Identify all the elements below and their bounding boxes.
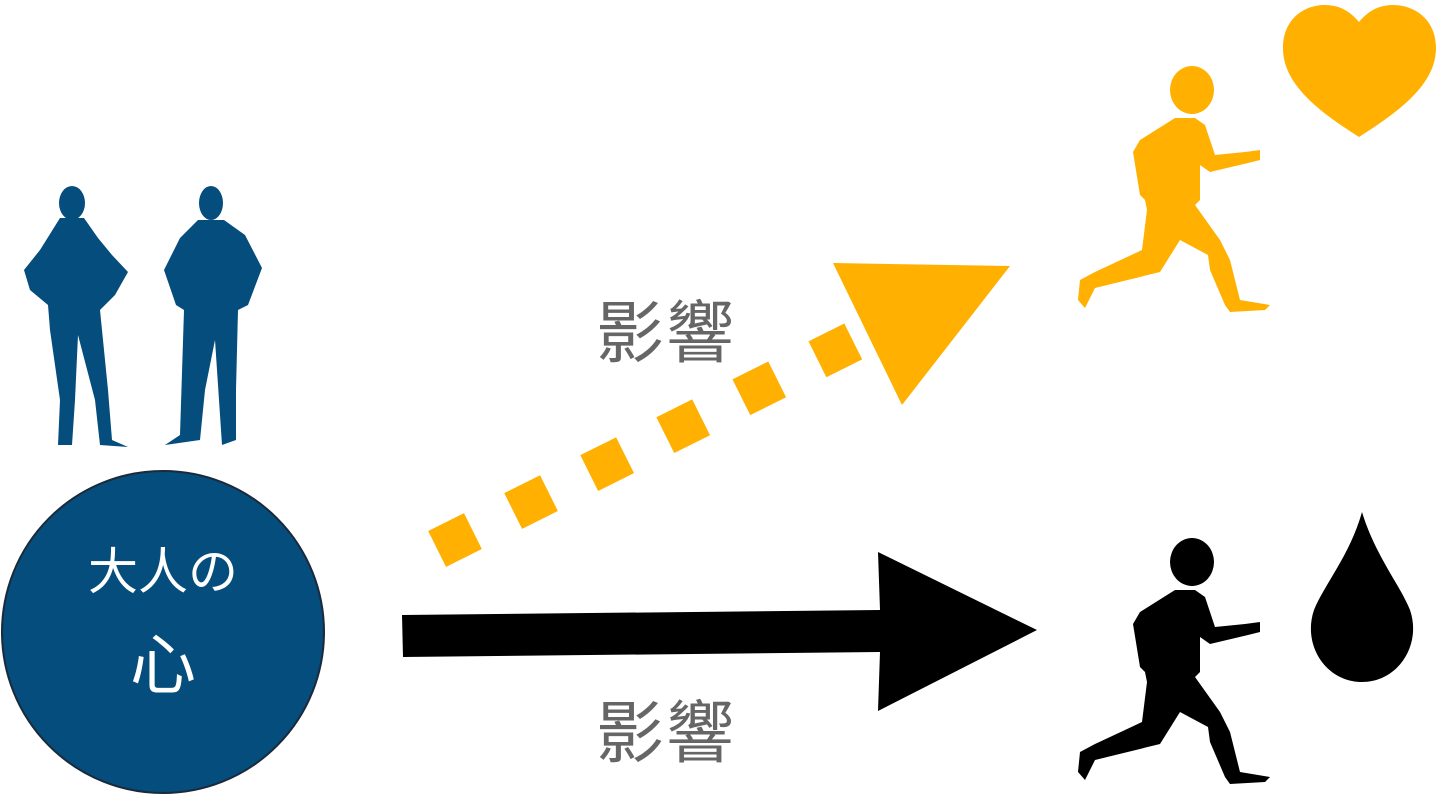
circle-text-line1: 大人の: [88, 543, 238, 601]
solid-influence-arrow: [402, 552, 1037, 711]
adult-man-icon: [164, 186, 262, 445]
heart-icon: [1283, 5, 1436, 137]
influence-label-top: 影響: [596, 295, 737, 374]
influence-label-bottom: 影響: [596, 695, 737, 774]
running-child-icon: [1078, 538, 1270, 784]
circle-text-line2: 心: [130, 627, 196, 704]
dashed-influence-arrow: [428, 263, 1010, 567]
drop-icon: [1310, 512, 1414, 682]
adult-heart-circle: [1, 470, 325, 794]
running-child-icon: [1078, 66, 1270, 312]
adult-woman-icon: [24, 186, 128, 447]
